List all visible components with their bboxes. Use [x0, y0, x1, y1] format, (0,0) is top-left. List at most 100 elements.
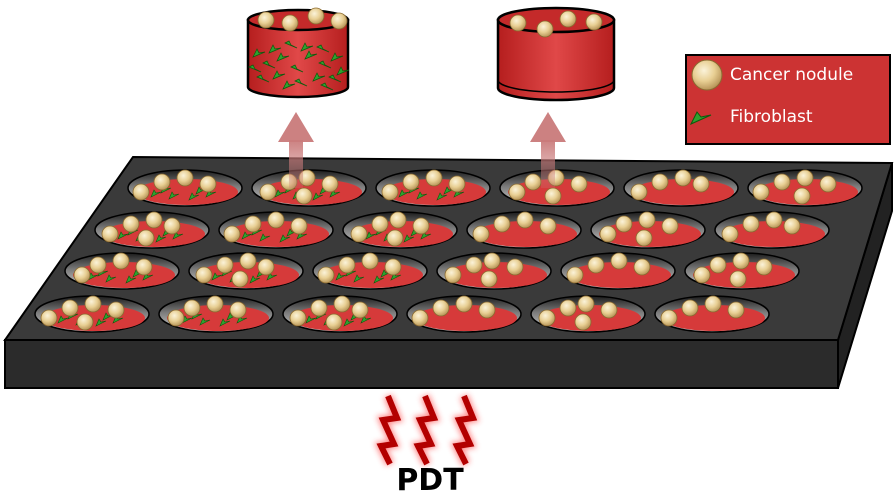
- cancer-nodule: [765, 211, 783, 229]
- fibroblast: [328, 74, 342, 83]
- fibroblast: [403, 234, 415, 243]
- cancer-nodule: [587, 256, 605, 274]
- fibroblast: [259, 233, 271, 242]
- fibroblast: [188, 192, 200, 201]
- cancer-nodule: [585, 13, 603, 31]
- pdt-wave-3: [452, 394, 478, 466]
- cancer-nodule: [351, 301, 369, 319]
- fibroblast: [279, 234, 291, 243]
- cancer-nodule: [599, 225, 617, 243]
- cancer-nodule: [295, 187, 313, 205]
- well: [499, 169, 615, 207]
- well: [342, 211, 458, 249]
- cancer-nodule: [89, 256, 107, 274]
- cancer-nodule: [566, 266, 584, 284]
- cancer-nodule: [76, 313, 94, 331]
- cancer-nodule: [610, 252, 628, 270]
- fibroblast: [195, 186, 207, 195]
- fibroblast: [312, 192, 324, 201]
- cancer-nodule: [137, 229, 155, 247]
- cancer-nodule: [732, 252, 750, 270]
- cancer-nodule: [259, 183, 277, 201]
- fibroblast: [282, 80, 296, 90]
- plate-front-face: [4, 339, 839, 389]
- cancer-nodule: [325, 313, 343, 331]
- fibroblast: [305, 315, 317, 324]
- cancer-nodule: [384, 258, 402, 276]
- cancer-nodule: [317, 266, 335, 284]
- cancer-nodule: [465, 256, 483, 274]
- fibroblast: [274, 189, 286, 198]
- pdt-wave-2: [413, 394, 439, 466]
- well-plate: [3, 155, 894, 389]
- cancer-nodule: [310, 299, 328, 317]
- pdt-wave-1: [376, 394, 402, 466]
- cancer-nodule: [615, 215, 633, 233]
- cancer-nodule: [112, 252, 130, 270]
- cancer-nodule: [206, 295, 224, 313]
- cancer-nodule: [704, 295, 722, 313]
- well: [560, 252, 676, 290]
- cancer-nodule: [783, 217, 801, 235]
- fibroblast: [336, 66, 350, 76]
- cancer-nodule: [559, 299, 577, 317]
- well: [158, 295, 274, 333]
- fibroblast: [168, 191, 180, 200]
- cancer-nodule: [544, 187, 562, 205]
- fibroblast: [416, 191, 428, 200]
- cancer-nodule: [796, 169, 814, 187]
- cancer-nodule: [371, 215, 389, 233]
- fibroblast: [95, 318, 107, 327]
- cancer-nodule: [386, 229, 404, 247]
- well: [714, 211, 830, 249]
- well: [406, 295, 522, 333]
- cancer-nodule: [107, 301, 125, 319]
- fibroblast: [360, 315, 372, 324]
- fibroblast: [266, 272, 278, 281]
- cancer-nodule: [577, 295, 595, 313]
- cancer-nodule: [574, 313, 592, 331]
- cancer-nodule: [693, 266, 711, 284]
- pdt-light-waves: [374, 394, 480, 467]
- well: [127, 169, 243, 207]
- cancer-nodule: [692, 175, 710, 193]
- cancer-nodule: [752, 183, 770, 201]
- cancer-nodule: [183, 299, 201, 317]
- cancer-nodule: [73, 266, 91, 284]
- cancer-nodule: [674, 169, 692, 187]
- fibroblast: [219, 318, 231, 327]
- cancer-nodule: [538, 309, 556, 327]
- fibroblast: [276, 52, 290, 62]
- cancer-nodule: [199, 175, 217, 193]
- cancer-nodule: [600, 301, 618, 319]
- well: [530, 295, 646, 333]
- wells-grid: [34, 169, 863, 333]
- cancer-nodule: [729, 270, 747, 288]
- cancer-nodule: [472, 225, 490, 243]
- well: [654, 295, 770, 333]
- fibroblast: [300, 42, 314, 52]
- cancer-nodule: [257, 11, 275, 29]
- cancer-nodule: [480, 270, 498, 288]
- well: [312, 252, 428, 290]
- cancer-nodule: [630, 183, 648, 201]
- cancer-nodule: [167, 309, 185, 327]
- cancer-nodule: [638, 211, 656, 229]
- cancer-nodule: [84, 295, 102, 313]
- cancer-nodule: [516, 211, 534, 229]
- fibroblast: [316, 44, 330, 53]
- cancer-nodule: [493, 215, 511, 233]
- cancer-nodule: [455, 295, 473, 313]
- cancer-nodule: [411, 309, 429, 327]
- well: [375, 169, 491, 207]
- cancer-nodule: [163, 217, 181, 235]
- cancer-nodule: [819, 175, 837, 193]
- cancer-nodule: [321, 175, 339, 193]
- well: [64, 252, 180, 290]
- well: [94, 211, 210, 249]
- legend: Cancer nodule Fibroblast: [685, 54, 891, 145]
- fibroblast: [320, 82, 334, 91]
- fibroblast: [312, 72, 326, 82]
- cancer-nodule: [432, 299, 450, 317]
